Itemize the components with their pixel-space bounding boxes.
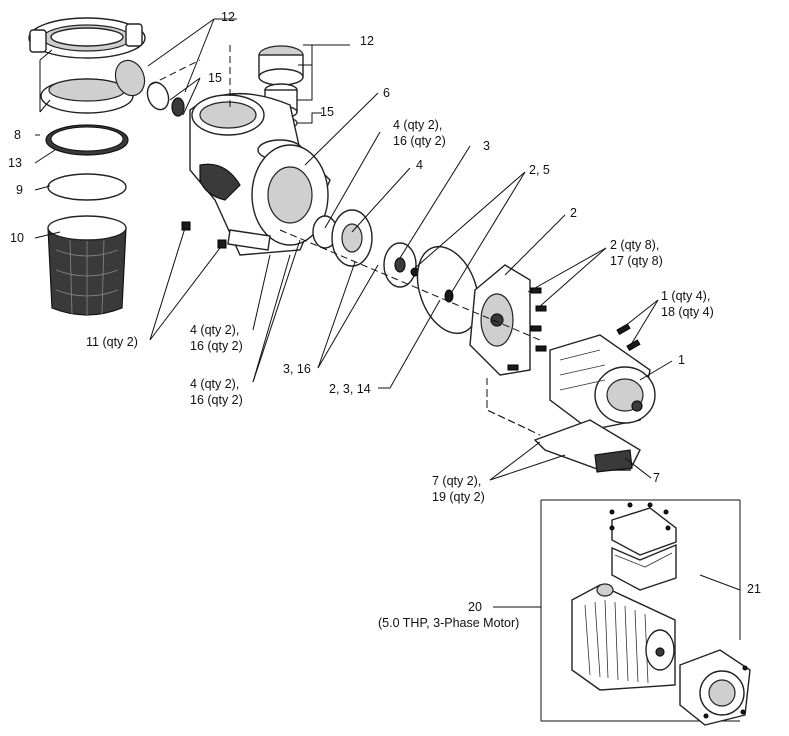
callout-2-qty8-line1: 2 (qty 8), (610, 238, 660, 252)
callout-13: 13 (8, 156, 22, 170)
callout-21: 21 (747, 582, 761, 596)
seal-plate-bolts (507, 287, 547, 371)
fan-cover (679, 649, 751, 726)
callout-4-16-top-line2: 16 (qty 2) (393, 134, 446, 148)
callout-12-top: 12 (221, 10, 235, 24)
motor-base (533, 419, 641, 473)
impeller (383, 242, 420, 288)
motor-bolts (616, 323, 641, 352)
strainer-basket (47, 215, 127, 316)
callout-3-top: 3 (483, 139, 490, 153)
callout-12-union: 12 (360, 34, 374, 48)
callout-1-qty4-line1: 1 (qty 4), (661, 289, 711, 303)
callout-9: 9 (16, 183, 23, 197)
pump-housing (189, 92, 331, 256)
callout-1: 1 (678, 353, 685, 367)
callout-11-qty2: 11 (qty 2) (86, 335, 138, 349)
basket-o-ring (47, 173, 127, 201)
callout-15-top: 15 (208, 71, 222, 85)
motor-base-dash (486, 390, 541, 436)
callout-4-16-b-line1: 4 (qty 2), (190, 377, 240, 391)
callout-4-16-a-line2: 16 (qty 2) (190, 339, 243, 353)
callout-7-qty2-line1: 7 (qty 2), (432, 474, 482, 488)
callout-7: 7 (653, 471, 660, 485)
callout-4-16-top-line1: 4 (qty 2), (393, 118, 443, 132)
callout-2-3-14: 2, 3, 14 (329, 382, 371, 396)
diffuser (312, 209, 373, 267)
callout-6: 6 (383, 86, 390, 100)
callout-15-union: 15 (320, 105, 334, 119)
callout-20: 20 (468, 600, 482, 614)
three-phase-motor (571, 583, 676, 691)
callout-4-16-b-line2: 16 (qty 2) (190, 393, 243, 407)
callout-2-top: 2 (570, 206, 577, 220)
callout-20-description: (5.0 THP, 3-Phase Motor) (378, 616, 520, 630)
callout-8: 8 (14, 128, 21, 142)
strainer-lid-ring (28, 17, 146, 59)
union-nut-top (258, 45, 304, 86)
terminal-box-kit (609, 502, 677, 591)
callout-2-5: 2, 5 (529, 163, 550, 177)
callout-7-qty2-line2: 19 (qty 2) (432, 490, 485, 504)
callout-3-16: 3, 16 (283, 362, 311, 376)
leader-lines (34, 18, 741, 640)
lid-o-ring (45, 124, 129, 156)
union-nut-side (114, 59, 185, 117)
strainer-lid (40, 78, 134, 114)
callout-4-16-a-line1: 4 (qty 2), (190, 323, 240, 337)
assembly-path (149, 45, 541, 431)
seal-plate (469, 264, 531, 376)
callout-4-mid: 4 (416, 158, 423, 172)
callout-10: 10 (10, 231, 24, 245)
drain-plugs (181, 221, 227, 249)
callout-2-qty8-line2: 17 (qty 8) (610, 254, 663, 268)
seal-plate-o-ring (416, 245, 480, 335)
callout-1-qty4-line2: 18 (qty 4) (661, 305, 714, 319)
motor (549, 334, 656, 431)
